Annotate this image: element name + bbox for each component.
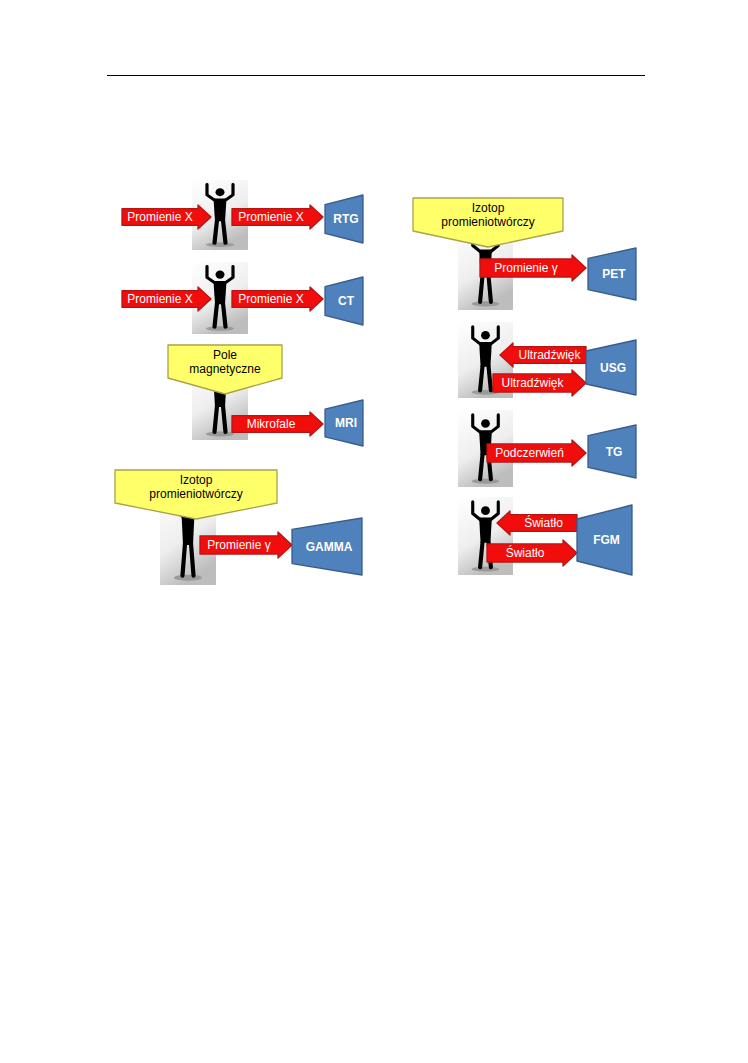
node-label: Pole magnetyczne xyxy=(183,345,267,376)
input-arrow: Izotop promieniotwórczy xyxy=(413,198,563,247)
signal-arrow: Promienie X xyxy=(232,205,323,229)
detector-box: USG xyxy=(586,340,636,395)
detector-box: MRI xyxy=(325,400,363,446)
node-label: CT xyxy=(327,294,365,308)
node-label: Promienie γ xyxy=(480,261,572,275)
signal-arrow: Promienie γ xyxy=(200,532,292,558)
signal-arrow: Światło xyxy=(487,540,577,566)
node-label: Ultradźwięk xyxy=(493,376,572,390)
detector-box: FGM xyxy=(577,505,632,575)
detector-box: RTG xyxy=(325,195,363,243)
input-arrow: Pole magnetyczne xyxy=(168,345,282,394)
node-label: Izotop promieniotwórczy xyxy=(141,470,251,501)
node-label: Światło xyxy=(510,516,577,530)
node-label: Ultradźwięk xyxy=(513,348,586,362)
node-label: MRI xyxy=(327,416,365,430)
signal-arrow: Promienie γ xyxy=(480,255,586,281)
node-label: USG xyxy=(588,361,638,375)
detector-box: GAMMA xyxy=(292,518,362,575)
detector-box: CT xyxy=(325,277,363,325)
node-label: Mikrofale xyxy=(232,417,310,431)
node-label: Podczerwień xyxy=(487,446,572,460)
header-rule xyxy=(107,75,645,76)
detector-box: PET xyxy=(588,248,636,300)
node-label: Promienie X xyxy=(122,210,198,224)
signal-arrow: Promienie X xyxy=(122,205,211,229)
signal-arrow: Mikrofale xyxy=(232,412,323,436)
node-label: Promienie X xyxy=(232,210,310,224)
input-arrow: Izotop promieniotwórczy xyxy=(115,470,277,519)
person-figure xyxy=(458,497,513,575)
node-label: GAMMA xyxy=(294,540,364,554)
node-label: Izotop promieniotwórczy xyxy=(433,198,543,229)
node-label: Promienie X xyxy=(122,292,198,306)
detector-box: TG xyxy=(588,425,636,478)
node-label: Światło xyxy=(487,546,563,560)
node-label: TG xyxy=(590,445,638,459)
signal-arrow: Promienie X xyxy=(122,287,211,311)
signal-arrow: Ultradźwięk xyxy=(500,343,586,367)
node-label: Promienie γ xyxy=(200,538,278,552)
node-label: FGM xyxy=(579,533,634,547)
node-label: PET xyxy=(590,267,638,281)
signal-arrow: Promienie X xyxy=(232,287,323,311)
node-label: Promienie X xyxy=(232,292,310,306)
node-label: RTG xyxy=(327,212,365,226)
signal-arrow: Ultradźwięk xyxy=(493,370,586,396)
signal-arrow: Podczerwień xyxy=(487,440,586,466)
signal-arrow: Światło xyxy=(497,511,577,535)
